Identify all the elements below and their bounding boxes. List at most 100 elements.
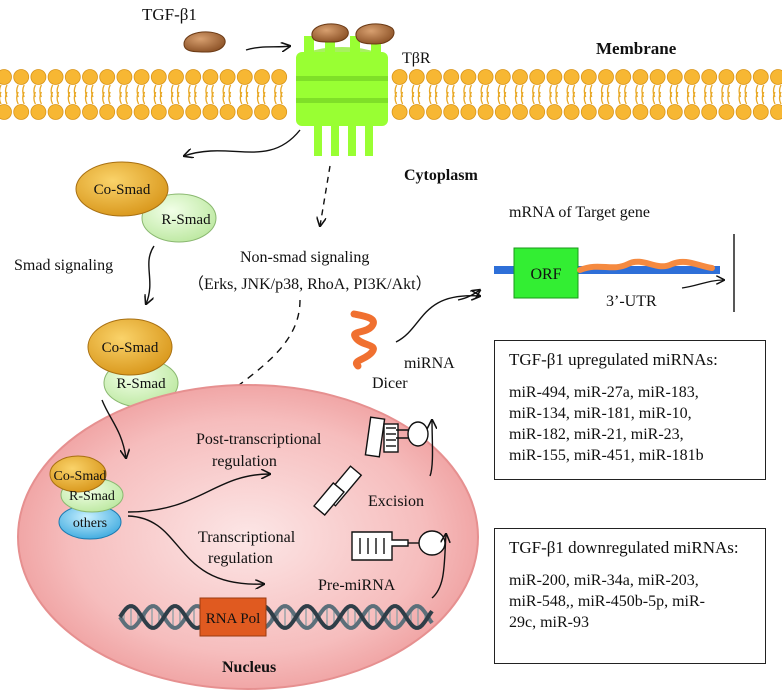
post-transcriptional-label-2: regulation (212, 453, 277, 470)
lipid-tail (0, 84, 2, 98)
lipid-head (632, 69, 649, 85)
lipid-tail (108, 84, 111, 98)
lipid-tail (589, 84, 593, 98)
lipid-tail (239, 84, 243, 98)
lipid-head (735, 104, 752, 120)
lipid-tail (744, 91, 748, 105)
others-label: others (73, 516, 107, 531)
lipid-head (649, 69, 666, 85)
lipid-tail (686, 91, 690, 105)
lipid-tail (428, 91, 432, 105)
lipid-head (219, 69, 236, 85)
lipid-tail (744, 84, 748, 98)
lipid-head (99, 69, 116, 85)
lipid-tail (400, 84, 404, 98)
downregulated-line: miR-548,, miR-450b-5p, miR- (509, 593, 705, 610)
lipid-head (150, 104, 167, 120)
lipid-head (202, 104, 219, 120)
lipid-head (116, 69, 133, 85)
lipid-tail (228, 84, 232, 98)
lipid-head (13, 69, 30, 85)
lipid-head (770, 69, 782, 85)
lipid-head (494, 69, 511, 85)
lipid-head (718, 69, 735, 85)
lipid-tail (56, 91, 60, 105)
lipid-head (598, 104, 614, 120)
downregulated-line: 29c, miR-93 (509, 614, 589, 631)
lipid-tail (755, 84, 759, 98)
lipid-head (64, 104, 81, 120)
cytoplasm-label: Cytoplasm (404, 167, 478, 184)
lipid-tail (658, 91, 662, 105)
lipid-tail (256, 84, 260, 98)
lipid-tail (658, 84, 662, 98)
lipid-tail (417, 91, 421, 105)
lipid-head (477, 69, 494, 85)
lipid-tail (772, 84, 776, 98)
nucleus-label: Nucleus (222, 659, 276, 676)
lipid-tail (119, 91, 122, 105)
lipid-tail (572, 84, 576, 98)
lipid-tail (434, 84, 438, 98)
co-smad-label: Co-Smad (102, 340, 159, 356)
lipid-tail (463, 84, 466, 98)
lipid-tail (159, 84, 163, 98)
tgf-beta-ligand-bound-1 (311, 23, 349, 43)
lipid-head (47, 69, 64, 85)
lipid-tail (721, 91, 724, 105)
lipid-head (701, 104, 718, 120)
lipid-head (512, 104, 528, 120)
excision-label: Excision (368, 493, 424, 510)
lipid-tail (641, 84, 644, 98)
lipid-tail (56, 84, 60, 98)
upregulated-mirnas-box: TGF-β1 upregulated miRNAs: miR-494, miR-… (494, 340, 766, 480)
lipid-head (598, 69, 614, 85)
lipid-tail (635, 91, 638, 105)
smad-complex-nuclear: Co-Smad R-Smad others (49, 455, 124, 540)
lipid-tail (428, 84, 432, 98)
lipid-tail (772, 91, 776, 105)
dna-strand (118, 604, 434, 630)
lipid-tail (411, 91, 415, 105)
non-smad-detail: （Erks, JNK/p38, RhoA, PI3K/Akt） (188, 275, 432, 293)
mirna-label: miRNA (404, 355, 455, 372)
lipid-tail (463, 91, 466, 105)
lipid-tail (641, 91, 644, 105)
lipid-tail (549, 84, 552, 98)
lipid-tail (520, 84, 524, 98)
excision-arrow (430, 420, 433, 477)
lipid-head (219, 104, 236, 120)
lipid-tail (274, 91, 277, 105)
lipid-tail (256, 91, 260, 105)
lipid-tail (22, 91, 25, 105)
lipid-tail (727, 91, 730, 105)
utr-label: 3’-UTR (606, 293, 657, 310)
lipid-tail (710, 91, 713, 105)
lipid-head (116, 104, 133, 120)
lipid-tail (555, 84, 558, 98)
lipid-head (202, 69, 219, 85)
lipid-tail (692, 91, 696, 105)
lipid-head (752, 104, 769, 120)
lipid-head (443, 104, 460, 120)
tgf-beta-ligand-free (183, 31, 226, 53)
lipid-tail (778, 84, 782, 98)
lipid-tail (188, 91, 191, 105)
lipid-tail (572, 91, 576, 105)
lipid-head (632, 104, 649, 120)
lipid-head (529, 104, 546, 120)
lipid-tail (452, 91, 455, 105)
lipid-tail (675, 84, 679, 98)
lipid-head (185, 104, 202, 120)
lipid-head (236, 104, 253, 120)
lipid-tail (469, 91, 472, 105)
membrane-label: Membrane (596, 39, 677, 58)
lipid-tail (16, 84, 19, 98)
lipid-tail (262, 91, 266, 105)
lipid-head (580, 104, 597, 120)
lipid-head (30, 69, 47, 85)
rna-pol-label: RNA Pol (206, 611, 261, 627)
mrna-target-label: mRNA of Target gene (509, 204, 650, 221)
lipid-tail (624, 91, 627, 105)
